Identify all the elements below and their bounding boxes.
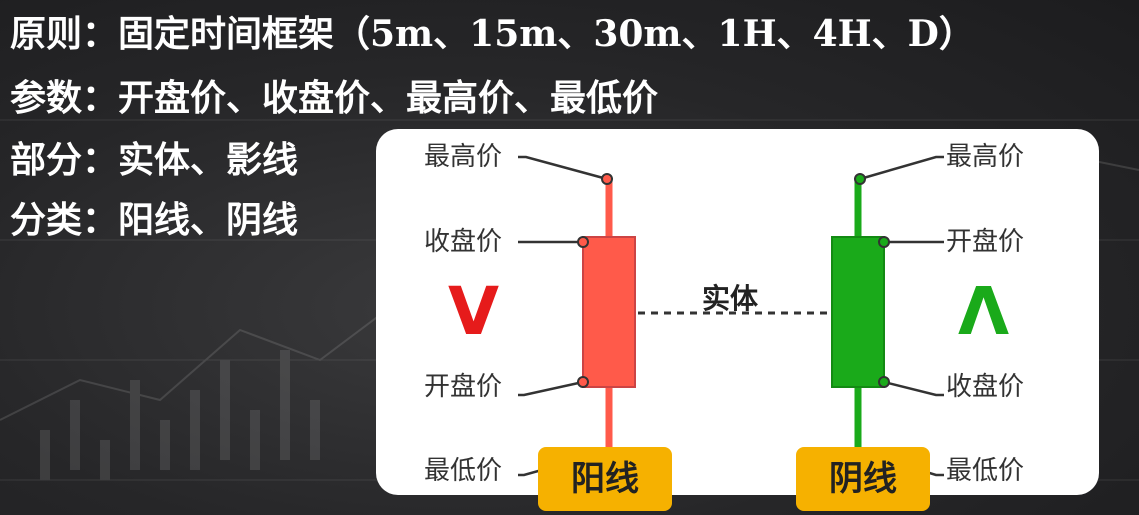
bearish-close-leader xyxy=(883,380,944,397)
bearish-high-leader xyxy=(859,155,944,181)
candlestick-diagram-card: 最高价 收盘价 开盘价 最低价 最高价 开盘价 收盘价 最低价 实体 V Λ 阳… xyxy=(376,129,1099,511)
bearish-open-label: 开盘价 xyxy=(946,227,1025,257)
bearish-open-point xyxy=(878,236,890,248)
bullish-candle xyxy=(582,179,636,449)
bullish-open-leader xyxy=(518,380,584,397)
bullish-close-point xyxy=(577,236,589,248)
bearish-badge: 阴线 xyxy=(796,447,930,511)
types-text: 分类：阳线、阴线 xyxy=(10,199,299,241)
bullish-down-arrow-icon: V xyxy=(448,273,500,350)
bearish-high-point xyxy=(854,173,866,185)
bearish-high-label: 最高价 xyxy=(946,142,1025,172)
candlestick-diagram xyxy=(518,155,944,477)
bullish-high-leader xyxy=(518,155,608,181)
bullish-body xyxy=(582,236,636,388)
principle-text: 原则：固定时间框架（5m、15m、30m、1H、4H、D） xyxy=(10,13,975,55)
bullish-badge: 阳线 xyxy=(538,447,672,511)
bullish-open-label: 开盘价 xyxy=(424,372,503,402)
bearish-low-label: 最低价 xyxy=(946,456,1025,486)
bullish-open-point xyxy=(577,376,589,388)
bearish-up-arrow-icon: Λ xyxy=(958,273,1010,350)
bullish-high-point xyxy=(601,173,613,185)
bearish-body xyxy=(831,236,885,388)
body-label: 实体 xyxy=(702,282,759,315)
params-text: 参数：开盘价、收盘价、最高价、最低价 xyxy=(10,77,659,119)
bullish-high-label: 最高价 xyxy=(424,142,503,172)
bearish-candle xyxy=(831,179,885,449)
parts-text: 部分：实体、影线 xyxy=(10,139,299,181)
bullish-close-label: 收盘价 xyxy=(424,227,503,257)
bearish-close-label: 收盘价 xyxy=(946,372,1025,402)
bullish-low-label: 最低价 xyxy=(424,456,503,486)
bearish-close-point xyxy=(878,376,890,388)
